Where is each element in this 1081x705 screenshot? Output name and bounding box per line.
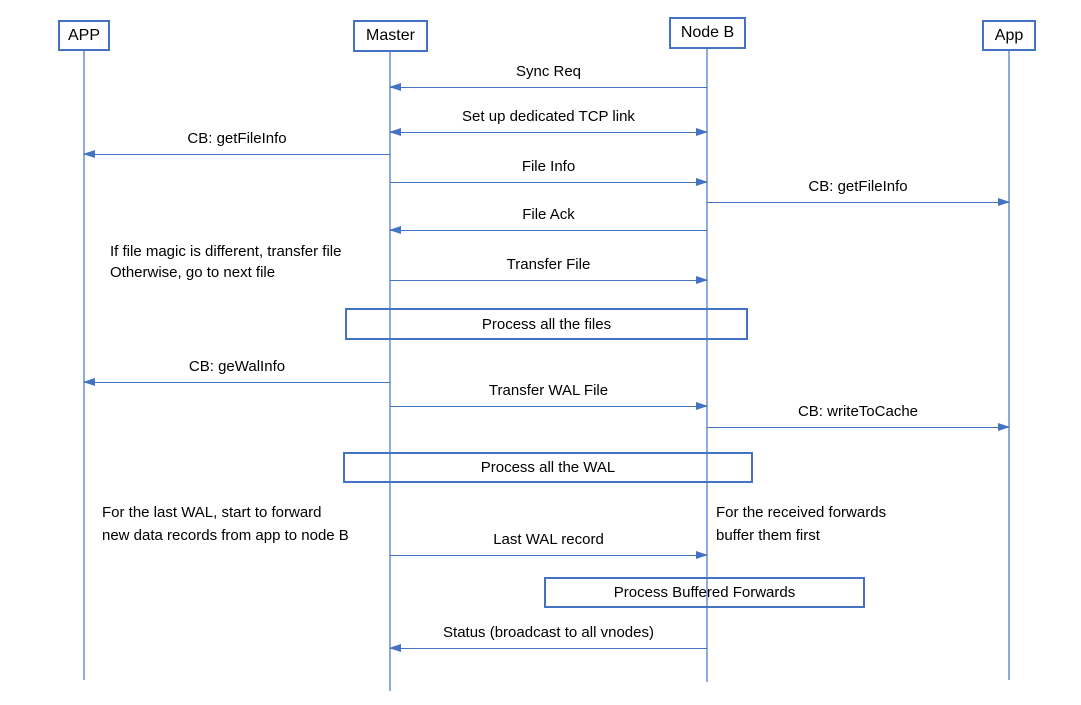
message-status-broadcast: Status (broadcast to all vnodes) — [389, 623, 707, 652]
message-label: Transfer File — [506, 256, 591, 273]
arrowhead-right-icon — [696, 401, 708, 410]
arrowhead-left-icon — [389, 82, 401, 91]
arrowhead-right-icon — [696, 177, 708, 186]
message-transfer-file: Transfer File — [390, 255, 708, 284]
message-cb-getfileinfo-left: CB: getFileInfo — [83, 129, 390, 158]
message-label: File Info — [521, 158, 576, 175]
message-line — [390, 275, 708, 284]
message-line — [707, 197, 1010, 206]
message-sync-req: Sync Req — [389, 62, 707, 91]
arrowhead-right-icon — [998, 197, 1010, 206]
message-line — [707, 422, 1010, 431]
message-cb-gewalinfo: CB: geWalInfo — [83, 357, 390, 386]
arrowhead-left-icon — [389, 643, 401, 652]
message-label: Sync Req — [515, 63, 582, 80]
process-box-label: Process all the files — [481, 315, 612, 333]
lifeline-node-b — [706, 49, 708, 682]
message-line — [389, 82, 707, 91]
lifeline-app-left — [83, 51, 85, 680]
arrowhead-right-icon — [696, 275, 708, 284]
arrowhead-left-icon — [83, 377, 95, 386]
lifeline-master — [389, 52, 391, 691]
message-label: Status (broadcast to all vnodes) — [443, 624, 654, 641]
lifeline-app-right — [1008, 51, 1010, 680]
arrowhead-right-icon — [696, 127, 708, 136]
message-line — [389, 225, 707, 234]
arrowhead-right-icon — [998, 422, 1010, 431]
message-cb-writetocache: CB: writeToCache — [707, 402, 1010, 431]
message-line — [83, 149, 390, 158]
process-box-buffered-forwards: Process Buffered Forwards — [544, 577, 865, 608]
arrowhead-left-icon — [389, 225, 401, 234]
message-setup-tcp-link: Set up dedicated TCP link — [389, 107, 708, 136]
actor-box-app-left: APP — [58, 20, 110, 51]
message-line — [390, 177, 708, 186]
message-label: CB: geWalInfo — [188, 358, 286, 375]
actor-box-app-right: App — [982, 20, 1036, 51]
message-file-ack: File Ack — [389, 205, 707, 234]
message-line — [389, 643, 707, 652]
arrowhead-left-icon — [389, 127, 401, 136]
actor-label: APP — [67, 26, 100, 44]
message-line — [83, 377, 390, 386]
note-received-forwards: For the received forwards buffer them fi… — [716, 504, 887, 544]
actor-box-master: Master — [353, 20, 428, 52]
note-last-wal-forward: For the last WAL, start to forward new d… — [102, 504, 349, 544]
message-label: CB: getFileInfo — [187, 130, 287, 147]
message-cb-getfileinfo-right: CB: getFileInfo — [707, 177, 1010, 206]
actor-label: Node B — [680, 24, 735, 41]
process-box-wal: Process all the WAL — [343, 452, 753, 483]
message-label: CB: writeToCache — [797, 403, 919, 420]
message-file-info: File Info — [390, 157, 708, 186]
message-line — [390, 401, 708, 410]
actor-label: App — [994, 26, 1024, 44]
message-label: File Ack — [522, 206, 575, 223]
note-file-magic: If file magic is different, transfer fil… — [110, 243, 342, 281]
message-label: Last WAL record — [493, 531, 604, 548]
actor-box-node-b: Node B — [669, 17, 746, 49]
process-box-label: Process all the WAL — [480, 459, 616, 476]
message-label: Set up dedicated TCP link — [462, 108, 635, 125]
arrowhead-left-icon — [83, 149, 95, 158]
message-last-wal-record: Last WAL record — [390, 530, 708, 559]
message-label: CB: getFileInfo — [808, 178, 908, 195]
arrowhead-right-icon — [696, 550, 708, 559]
process-box-files: Process all the files — [345, 308, 748, 340]
message-label: Transfer WAL File — [488, 382, 609, 399]
message-line — [390, 550, 708, 559]
message-line — [389, 127, 708, 136]
actor-label: Master — [366, 27, 415, 44]
process-box-label: Process Buffered Forwards — [613, 584, 796, 601]
message-transfer-wal-file: Transfer WAL File — [390, 381, 708, 410]
